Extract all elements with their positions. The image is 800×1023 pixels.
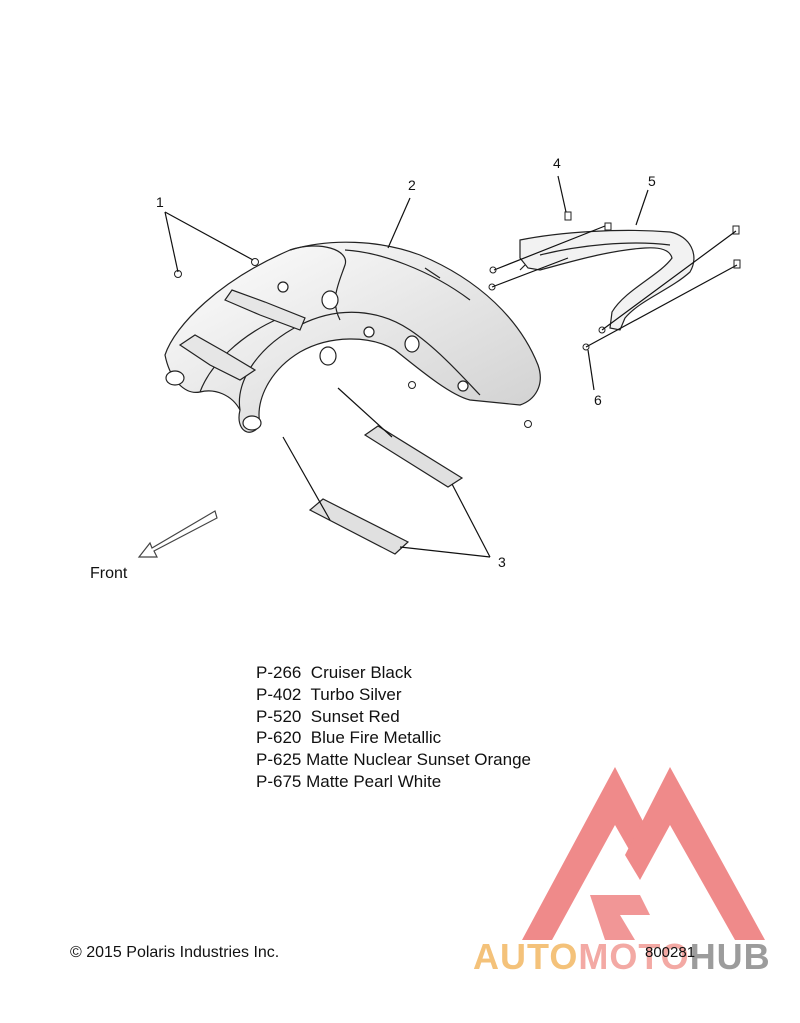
copyright-notice: © 2015 Polaris Industries Inc.	[70, 944, 280, 961]
automotohub-watermark-logo	[522, 767, 765, 940]
callout-numbers: 1 2 3 4 5 6	[156, 155, 656, 570]
leader-lines	[164, 175, 738, 558]
paint-code-item: P-266 Cruiser Black	[256, 663, 412, 682]
paint-code-list: P-266 Cruiser Black P-402 Turbo Silver P…	[256, 662, 531, 793]
tape-strips	[308, 425, 464, 555]
rear-fender	[164, 241, 541, 433]
paint-code-item: P-675 Matte Pearl White	[256, 771, 442, 791]
fasteners	[174, 211, 741, 428]
watermark-text: AUTOMOTOHUB	[473, 936, 771, 977]
paint-code-item: P-620 Blue Fire Metallic	[256, 728, 442, 748]
support-bracket	[519, 229, 695, 331]
callout-3: 3	[498, 554, 506, 570]
callout-6: 6	[594, 392, 602, 408]
callout-2: 2	[408, 177, 416, 193]
callout-5: 5	[648, 173, 656, 189]
callout-1: 1	[156, 194, 164, 210]
paint-code-item: P-520 Sunset Red	[256, 706, 400, 726]
diagram-number: 800281	[645, 944, 696, 961]
callout-4: 4	[553, 155, 561, 171]
front-arrow	[137, 510, 218, 558]
paint-code-item: P-625 Matte Nuclear Sunset Orange	[256, 750, 531, 770]
front-label: Front	[90, 565, 128, 582]
paint-code-item: P-402 Turbo Silver	[256, 684, 402, 704]
